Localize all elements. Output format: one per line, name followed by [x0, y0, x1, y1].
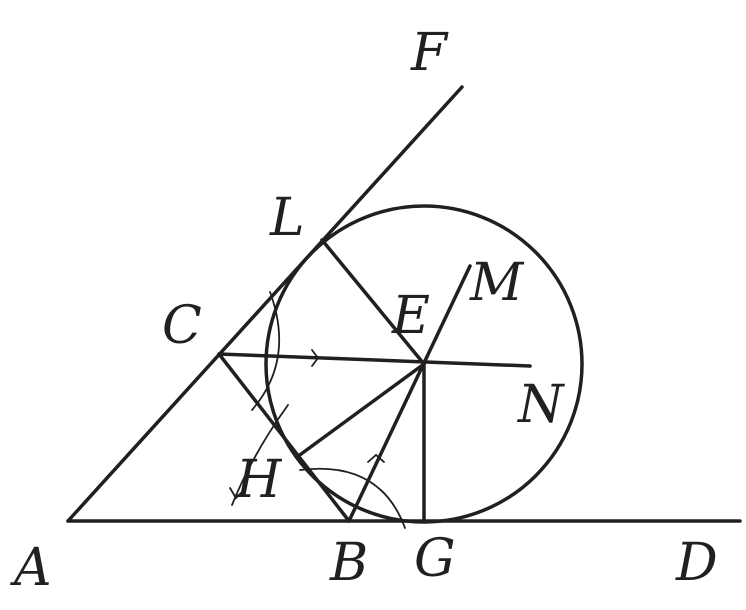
tick-mark-cn	[311, 349, 320, 367]
construction-arc-h	[231, 404, 289, 506]
segment-le	[320, 238, 426, 366]
label-f: F	[410, 23, 449, 83]
ray-cn	[217, 352, 532, 368]
label-l: L	[269, 188, 305, 248]
label-c: C	[162, 296, 202, 356]
label-m: M	[469, 253, 525, 313]
line-af	[66, 85, 464, 523]
label-d: D	[675, 533, 718, 593]
label-h: H	[235, 450, 283, 510]
label-g: G	[414, 529, 456, 589]
segment-eh	[295, 362, 426, 459]
tick-mark-bm	[367, 453, 385, 463]
construction-arc-b	[299, 467, 406, 529]
label-n: N	[516, 375, 565, 435]
circle-e	[264, 204, 584, 524]
label-e: E	[391, 286, 430, 346]
label-a: A	[10, 538, 52, 598]
label-b: B	[329, 533, 368, 593]
tick-mark-h	[229, 487, 245, 500]
ray-bm	[347, 264, 472, 523]
construction-arc-c	[251, 291, 281, 411]
